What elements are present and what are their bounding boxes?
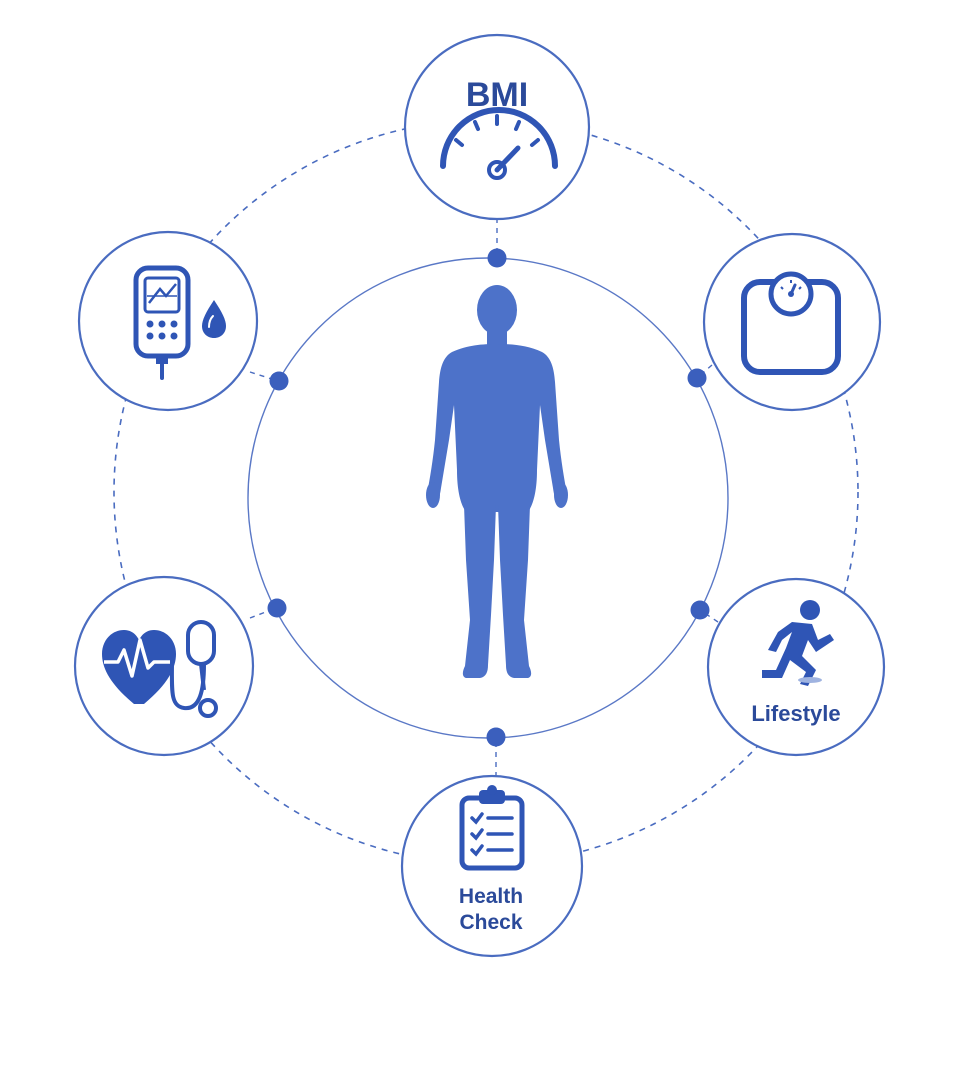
lifestyle-label: Lifestyle — [751, 701, 840, 726]
weighing-scale-icon — [741, 271, 841, 375]
node-circle-glucose — [77, 230, 259, 412]
running-person-icon — [762, 600, 834, 686]
dot-health-check — [486, 727, 506, 747]
node-circle-bmi — [403, 33, 591, 221]
health-check-label-line1: Health — [459, 885, 523, 908]
connector-weight — [696, 364, 713, 379]
heart-stethoscope-icon — [102, 620, 218, 718]
health-check-label-line2: Check — [459, 911, 522, 934]
node-circle-weight — [702, 232, 882, 412]
dot-lifestyle — [690, 600, 710, 620]
clipboard-checklist-icon — [459, 785, 525, 871]
gauge-meter-icon — [440, 107, 558, 180]
dot-weight — [687, 368, 707, 388]
glucose-meter-blood-drop-icon — [133, 265, 226, 380]
connector-dots — [267, 248, 710, 747]
dot-glucose — [269, 371, 289, 391]
node-circle-lifestyle — [706, 577, 886, 757]
connector-lifestyle — [699, 609, 719, 623]
dot-blood-pressure — [267, 598, 287, 618]
human-body-silhouette-icon — [426, 285, 568, 678]
dot-bmi — [487, 248, 507, 268]
